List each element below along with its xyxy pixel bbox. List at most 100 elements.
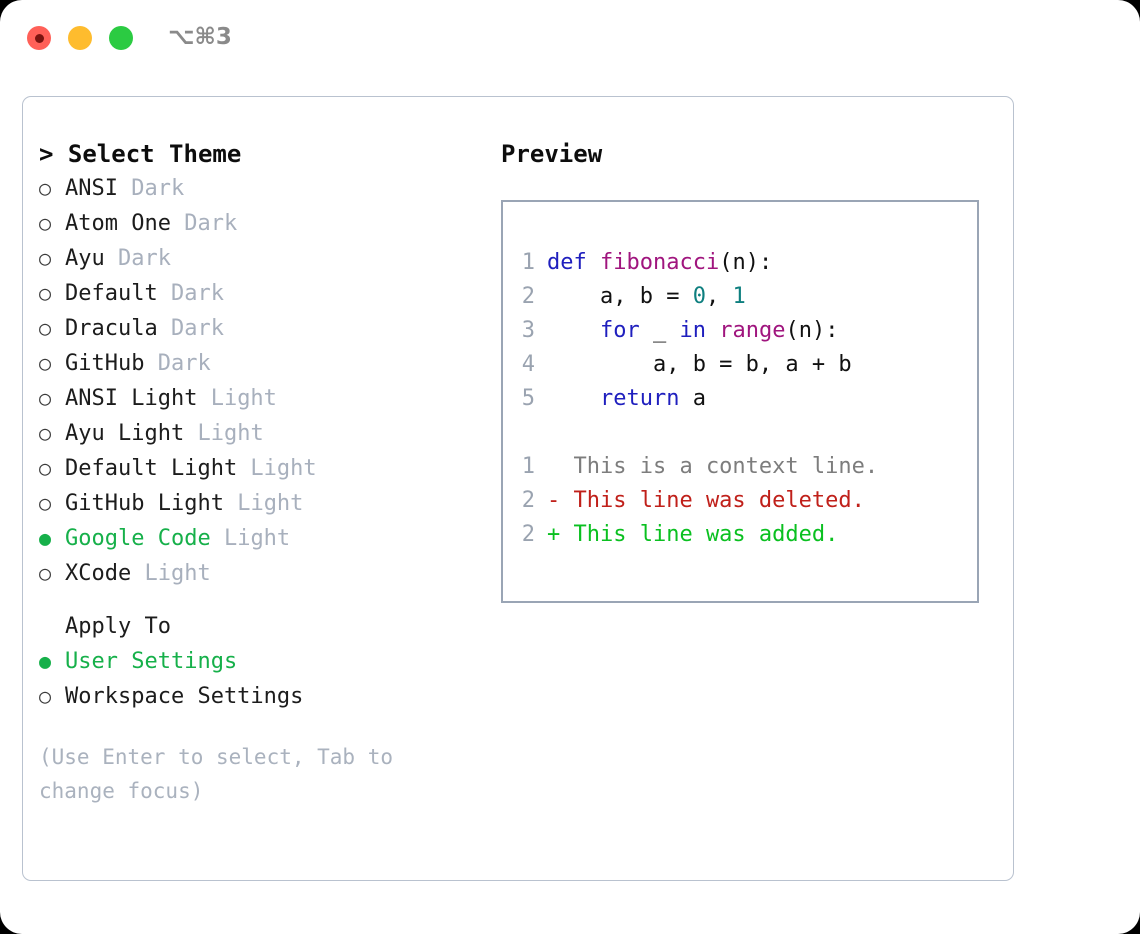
token-plain (706, 318, 719, 343)
radio-unselected-icon: ○ (39, 684, 52, 708)
title-bar: ⌥⌘3 (0, 0, 1140, 78)
line-number: 2 (521, 488, 535, 513)
diff-text: + This line was added. (547, 522, 839, 547)
theme-option-ansi[interactable]: ○ ANSI Dark (39, 171, 479, 206)
apply-to-header: Apply To (39, 609, 479, 644)
code-text: for _ in range(n): (547, 314, 838, 348)
code-line: 2 a, b = 0, 1 (503, 280, 977, 314)
token-plain: a, b = b, a + b (547, 352, 852, 377)
theme-name: Dracula (65, 316, 158, 341)
radio-unselected-icon: ○ (39, 351, 52, 375)
token-fn: fibonacci (600, 250, 720, 275)
radio-unselected-icon: ○ (39, 246, 52, 270)
token-plain (587, 250, 600, 275)
theme-category-tag: Dark (157, 316, 224, 341)
window-controls (27, 26, 133, 50)
diff-line-add: 2 + This line was added. (503, 518, 977, 552)
theme-option-dracula[interactable]: ○ Dracula Dark (39, 311, 479, 346)
radio-unselected-icon: ○ (39, 421, 52, 445)
token-plain (547, 318, 600, 343)
theme-option-ayu-light[interactable]: ○ Ayu Light Light (39, 416, 479, 451)
radio-unselected-icon: ○ (39, 386, 52, 410)
line-number: 1 (521, 454, 535, 479)
theme-option-github-light[interactable]: ○GitHub Light Light (39, 486, 479, 521)
apply-to-option-user-settings[interactable]: ● User Settings (39, 644, 479, 679)
theme-option-default[interactable]: ○Default Dark (39, 276, 479, 311)
apply-to-option-label: User Settings (65, 649, 238, 674)
line-number: 4 (521, 352, 535, 377)
token-num: 0 (692, 284, 706, 309)
radio-unselected-icon: ○ (39, 176, 52, 200)
apply-to-list[interactable]: ● User Settings ○Workspace Settings (39, 644, 479, 714)
close-button[interactable] (27, 26, 51, 50)
theme-category-tag: Dark (117, 176, 185, 201)
theme-name: GitHub (65, 351, 145, 376)
code-line: 5 return a (503, 382, 977, 416)
radio-unselected-icon: ○ (39, 316, 52, 340)
theme-option-xcode[interactable]: ○XCode Light (39, 556, 479, 591)
theme-name: Atom One (65, 211, 171, 236)
apply-to-label: Apply To (65, 614, 171, 639)
spacer (39, 591, 479, 609)
radio-selected-icon: ● (39, 649, 52, 673)
apply-to-bullet-placeholder (39, 609, 65, 643)
theme-option-default-light[interactable]: ○Default Light Light (39, 451, 479, 486)
code-text: return a (547, 382, 706, 416)
line-number: 2 (521, 522, 535, 547)
radio-unselected-icon: ○ (39, 281, 52, 305)
radio-selected-icon: ● (39, 526, 52, 550)
token-plain (547, 386, 600, 411)
token-plain: a (679, 386, 706, 411)
line-number: 2 (521, 284, 535, 309)
theme-category-tag: Light (131, 561, 211, 586)
line-number: 5 (521, 386, 535, 411)
theme-selector-panel: > Select Theme ○ANSI Dark○Atom One Dark○… (39, 137, 479, 808)
token-fn: range (719, 318, 786, 343)
code-diff-spacer (503, 416, 977, 450)
theme-name: Ayu Light (65, 421, 185, 446)
token-plain: , (705, 284, 733, 309)
token-kw: def (547, 250, 587, 275)
theme-list[interactable]: ○ANSI Dark○Atom One Dark○Ayu Dark○Defaul… (39, 171, 479, 591)
theme-option-ayu[interactable]: ○Ayu Dark (39, 241, 479, 276)
radio-unselected-icon: ○ (39, 491, 52, 515)
token-plain: (n): (719, 250, 773, 275)
theme-option-ansi-light[interactable]: ○ ANSI Light Light (39, 381, 479, 416)
select-theme-header: > Select Theme (39, 140, 242, 168)
theme-option-google-code[interactable]: ●Google Code Light (39, 521, 479, 556)
line-number: 3 (521, 318, 535, 343)
maximize-button[interactable] (109, 26, 133, 50)
diff-sample: 1 This is a context line. 2 - This line wa… (503, 450, 977, 552)
token-plain: _ (639, 318, 680, 343)
radio-unselected-icon: ○ (39, 561, 52, 585)
minimize-button[interactable] (68, 26, 92, 50)
theme-name: ANSI (65, 176, 118, 201)
theme-name: Google Code (65, 526, 211, 551)
diff-line-ctx: 1 This is a context line. (503, 450, 977, 484)
theme-category-tag: Dark (104, 246, 171, 271)
diff-text: This is a context line. (547, 454, 879, 479)
token-kw: for (599, 318, 640, 343)
theme-name: Default Light (65, 456, 238, 481)
code-line: 3 for _ in range(n): (503, 314, 977, 348)
token-plain: a, b = (547, 284, 693, 309)
diff-text: - This line was deleted. (547, 488, 865, 513)
keyboard-shortcut-label: ⌥⌘3 (168, 24, 232, 50)
theme-category-tag: Light (184, 421, 264, 446)
theme-category-tag: Dark (170, 211, 238, 236)
keyboard-hint: (Use Enter to select, Tab to change focu… (39, 745, 406, 803)
theme-name: ANSI Light (65, 386, 198, 411)
code-text: a, b = b, a + b (547, 348, 852, 382)
token-kw: return (599, 386, 680, 411)
apply-to-option-workspace-settings[interactable]: ○Workspace Settings (39, 679, 479, 714)
code-text: def fibonacci(n): (547, 246, 772, 280)
theme-category-tag: Light (223, 491, 304, 516)
code-line: 4 a, b = b, a + b (503, 348, 977, 382)
radio-unselected-icon: ○ (39, 456, 52, 480)
theme-option-github[interactable]: ○GitHub Dark (39, 346, 479, 381)
theme-option-atom-one[interactable]: ○Atom One Dark (39, 206, 479, 241)
theme-category-tag: Light (197, 386, 277, 411)
